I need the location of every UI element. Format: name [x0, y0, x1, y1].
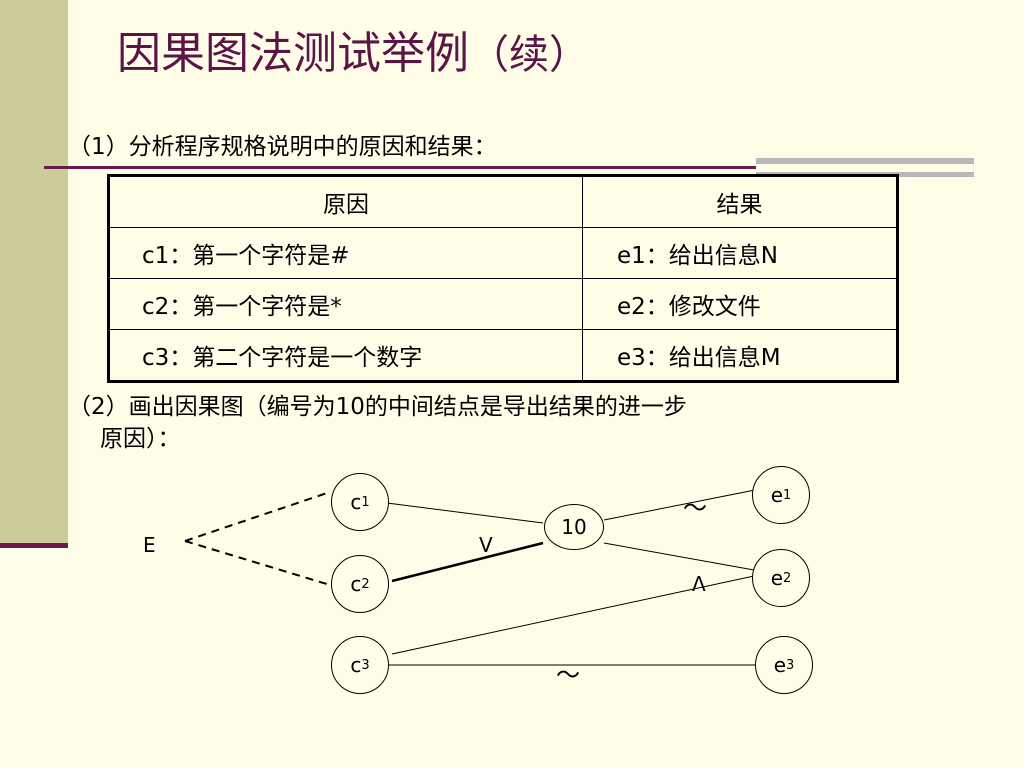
- slide-title-suffix: （续）: [469, 32, 589, 78]
- edge-10-e1: [603, 489, 756, 521]
- or-symbol: V: [479, 533, 493, 557]
- cause-cell: c3：第二个字符是一个数字: [108, 329, 583, 382]
- table-row: c3：第二个字符是一个数字 e3：给出信息M: [108, 329, 898, 382]
- node-e1-sub: 1: [783, 487, 792, 503]
- not-symbol-e1: ～: [683, 494, 707, 522]
- edge-c2-10: [391, 541, 544, 583]
- effect-cell: e3：给出信息M: [582, 329, 898, 382]
- edge-e-c2-dashed: [184, 540, 331, 586]
- node-e1-label: e: [770, 483, 784, 507]
- and-symbol: Λ: [692, 572, 706, 596]
- node-c1-label: c: [350, 490, 362, 514]
- header-rule: [44, 166, 756, 169]
- side-decor-bar: [0, 0, 68, 543]
- not-symbol-e3: ～: [556, 661, 580, 689]
- node-c2-label: c: [350, 572, 362, 596]
- slide-title: 因果图法测试举例（续）: [117, 32, 589, 76]
- slide-title-main: 因果图法测试举例: [117, 28, 469, 79]
- left-accent-rule: [0, 543, 68, 548]
- step-2-line-1: （2）画出因果图（编号为10的中间结点是导出结果的进一步: [68, 394, 687, 420]
- node-e2-sub: 2: [783, 570, 792, 586]
- edge-c3-e2: [391, 575, 755, 655]
- step-2-line-2: 原因）：: [100, 426, 181, 452]
- edge-10-e2: [603, 542, 755, 571]
- effect-cell: e1：给出信息N: [582, 227, 898, 279]
- effect-cell: e2：修改文件: [582, 278, 898, 330]
- node-e3-label: e: [773, 653, 787, 677]
- edge-e-c1-dashed: [184, 491, 331, 542]
- node-c1-sub: 1: [361, 494, 370, 510]
- node-10: 10: [544, 504, 604, 550]
- cause-effect-table: 原因 结果 c1：第一个字符是# e1：给出信息N c2：第一个字符是* e2：…: [107, 174, 899, 383]
- node-c2-sub: 2: [361, 576, 370, 592]
- node-c3-label: c: [350, 653, 362, 677]
- node-10-label: 10: [561, 515, 587, 539]
- edge-c1-10: [386, 502, 544, 524]
- constraint-e-label: E: [143, 533, 156, 557]
- node-e2-label: e: [770, 566, 784, 590]
- header-rule-grey-upper: [756, 158, 974, 164]
- header-cause: 原因: [108, 175, 583, 228]
- node-c3-sub: 3: [361, 657, 370, 673]
- node-e3-sub: 3: [786, 657, 795, 673]
- step-1-text: （1）分析程序规格说明中的原因和结果：: [68, 134, 497, 160]
- step-2-text: （2）画出因果图（编号为10的中间结点是导出结果的进一步 原因）：: [68, 391, 988, 455]
